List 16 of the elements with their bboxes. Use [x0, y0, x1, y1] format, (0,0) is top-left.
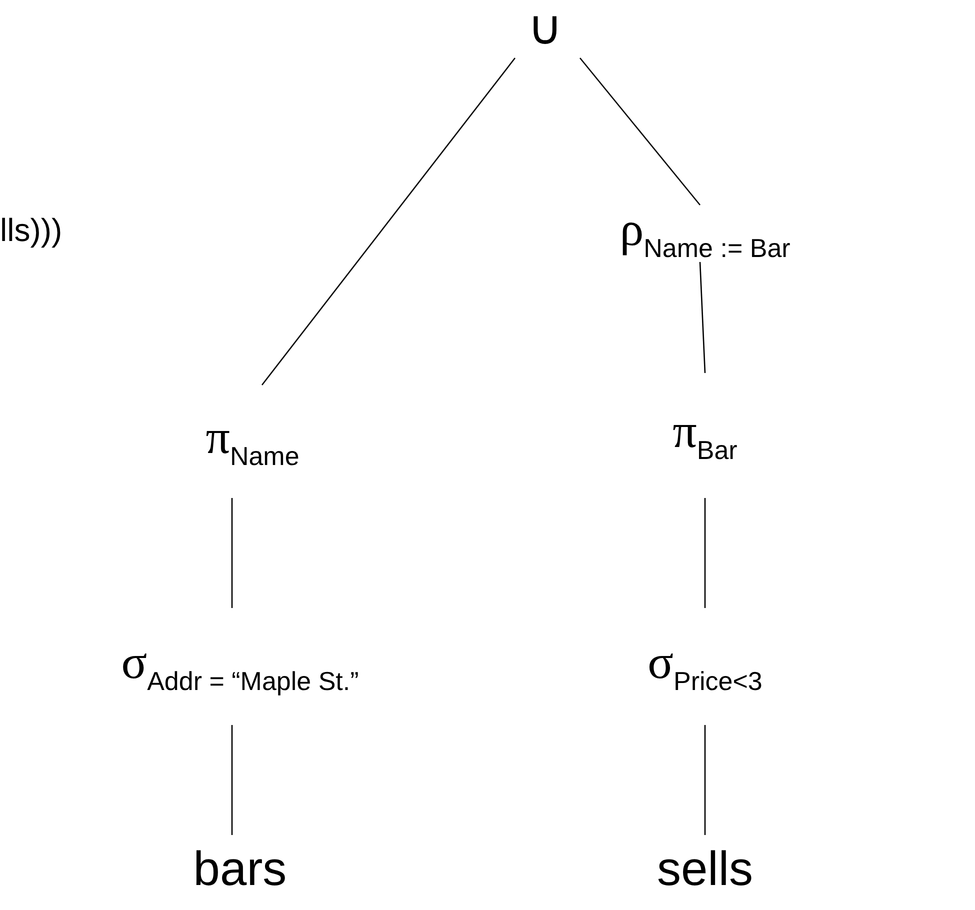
operator-expression: π$_{Bar}$ — [672, 408, 738, 463]
tree-edge — [261, 58, 516, 386]
relation-name: bars — [193, 846, 287, 894]
relation-name: sells — [656, 846, 754, 894]
operator-expression: σ$_{Addr = “Maple St.”}$ — [121, 639, 359, 694]
tree-edge — [699, 262, 706, 374]
operator-expression: ρ$_{Name := Bar}$ — [620, 206, 790, 261]
operator-expression: σ$_{Price<3}$ — [648, 639, 762, 694]
operator-symbol: ∪ — [528, 5, 562, 53]
expression-fragment: lls))) — [0, 212, 62, 249]
tree-edge — [704, 498, 706, 608]
tree-edge — [231, 725, 233, 835]
tree-edge — [231, 498, 233, 608]
tree-edge — [704, 725, 706, 835]
operator-expression: π$_{Name}$ — [206, 414, 300, 469]
tree-edge — [580, 58, 700, 206]
